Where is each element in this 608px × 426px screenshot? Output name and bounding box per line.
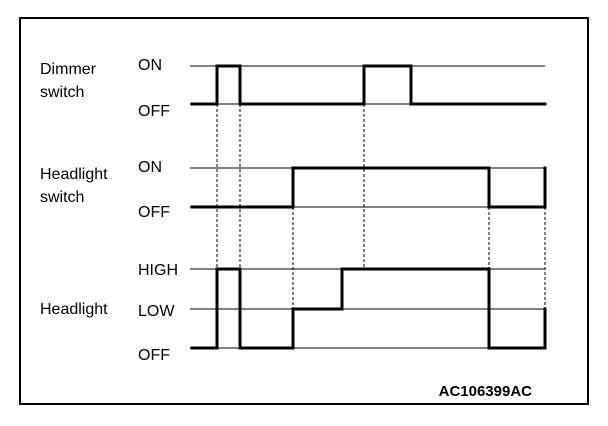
figure-code: AC106399AC (439, 383, 533, 400)
dimmer-off-label: OFF (138, 103, 170, 120)
headlight-switch-title-line-2: switch (40, 189, 84, 206)
headlight-switch-signal (190, 166, 547, 209)
dimmer-on-label: ON (138, 57, 162, 74)
headlight-switch-on-label: ON (138, 159, 162, 176)
event-markers (216, 104, 546, 348)
headlight-signal (190, 267, 547, 350)
headlight-title: Headlight (40, 301, 108, 318)
headlight-low-label: LOW (138, 303, 175, 320)
dimmer-title-line-1: Dimmer (40, 61, 97, 78)
headlight-switch-title-line-1: Headlight (40, 166, 108, 183)
headlight-off-label: OFF (138, 347, 170, 364)
headlight-switch-off-label: OFF (138, 204, 170, 221)
dimmer-switch-signal (190, 64, 547, 106)
headlight-high-label: HIGH (138, 262, 178, 279)
dimmer-title-line-2: switch (40, 84, 84, 101)
figure-frame (19, 17, 589, 405)
